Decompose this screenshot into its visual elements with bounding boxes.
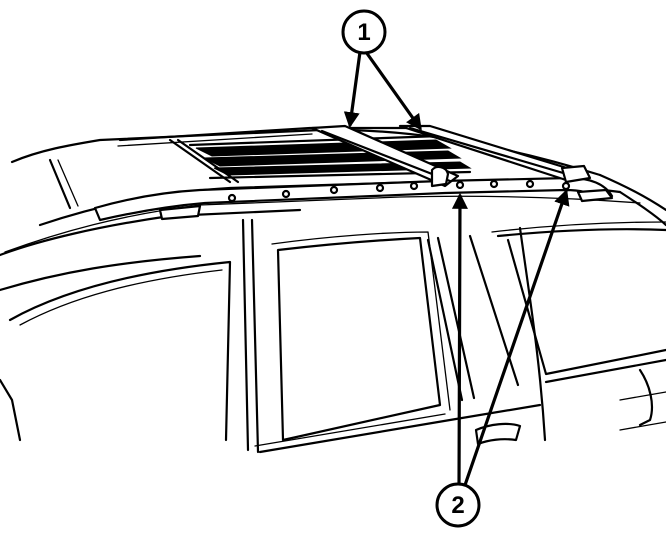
vehicle-body [0, 128, 666, 454]
roof-rack [93, 124, 614, 222]
callout-1-label: 1 [357, 19, 370, 46]
callout-1-arrows [343, 50, 422, 131]
callout-2-arrows [451, 188, 570, 490]
callout-2-circle [435, 482, 481, 528]
callout-2: 2 [435, 482, 481, 528]
callout-1-circle [341, 9, 387, 55]
callout-1: 1 [341, 9, 387, 55]
callout-2-label: 2 [451, 492, 464, 519]
